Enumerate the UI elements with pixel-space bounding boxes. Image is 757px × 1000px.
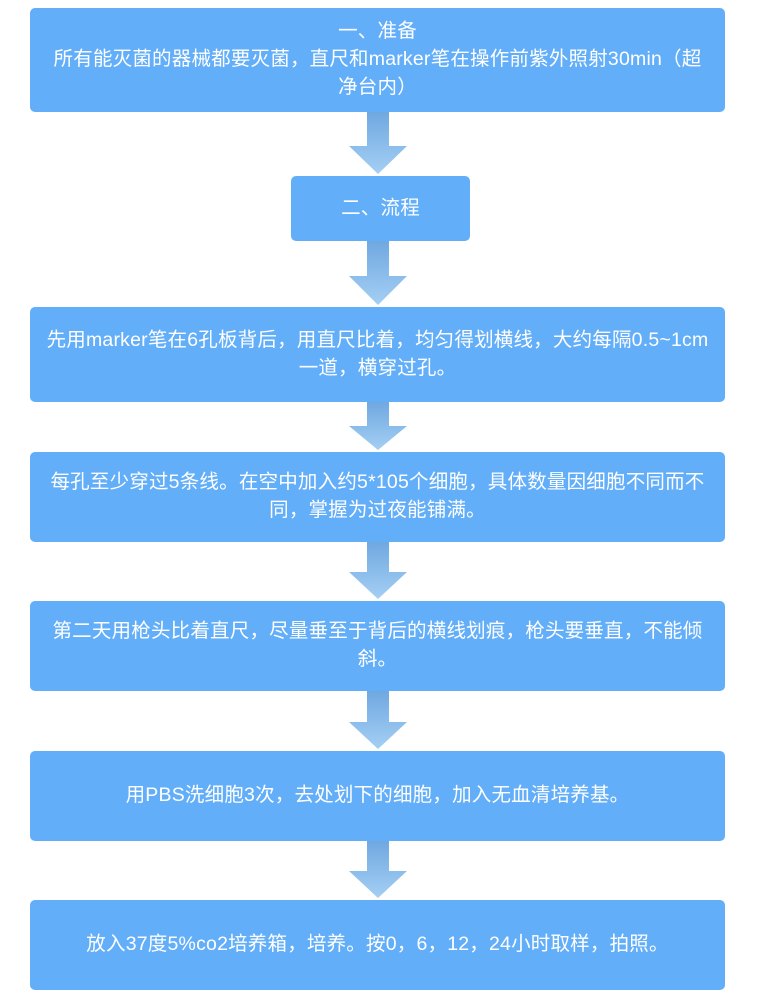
flow-node-step3-label: 第二天用枪头比着直尺，尽量垂至于背后的横线划痕，枪头要垂直，不能倾斜。 — [52, 620, 703, 670]
flow-node-process[interactable]: 二、流程 — [291, 176, 470, 241]
flow-node-step5-label: 放入37度5%co2培养箱，培养。按0，6，12，24小时取样，拍照。 — [86, 933, 669, 956]
flow-node-prepare[interactable]: 一、准备 所有能灭菌的器械都要灭菌，直尺和marker笔在操作前紫外照射30mi… — [30, 8, 725, 112]
arrow-down-icon-5 — [349, 691, 407, 749]
flow-node-step2[interactable]: 每孔至少穿过5条线。在空中加入约5*105个细胞，具体数量因细胞不同而不同，掌握… — [30, 452, 725, 542]
flow-node-step1-label: 先用marker笔在6孔板背后，用直尺比着，均匀得划横线，大约每隔0.5~1cm… — [46, 328, 709, 379]
flow-node-step3[interactable]: 第二天用枪头比着直尺，尽量垂至于背后的横线划痕，枪头要垂直，不能倾斜。 — [30, 601, 725, 691]
arrow-down-icon-4 — [349, 542, 407, 599]
flow-node-step4-label: 用PBS洗细胞3次，去处划下的细胞，加入无血清培养基。 — [125, 784, 630, 807]
flow-node-prepare-label: 一、准备 所有能灭菌的器械都要灭菌，直尺和marker笔在操作前紫外照射30mi… — [53, 20, 702, 98]
flow-node-step4[interactable]: 用PBS洗细胞3次，去处划下的细胞，加入无血清培养基。 — [30, 751, 725, 841]
flow-node-step2-label: 每孔至少穿过5条线。在空中加入约5*105个细胞，具体数量因细胞不同而不同，掌握… — [50, 471, 705, 521]
arrow-down-icon-2 — [349, 241, 407, 305]
flow-node-step1[interactable]: 先用marker笔在6孔板背后，用直尺比着，均匀得划横线，大约每隔0.5~1cm… — [30, 307, 725, 402]
flow-node-process-label: 二、流程 — [341, 196, 420, 219]
flow-node-step5[interactable]: 放入37度5%co2培养箱，培养。按0，6，12，24小时取样，拍照。 — [30, 900, 725, 990]
arrow-down-icon-3 — [349, 402, 407, 450]
arrow-down-icon-1 — [349, 112, 407, 174]
arrow-down-icon-6 — [349, 841, 407, 898]
